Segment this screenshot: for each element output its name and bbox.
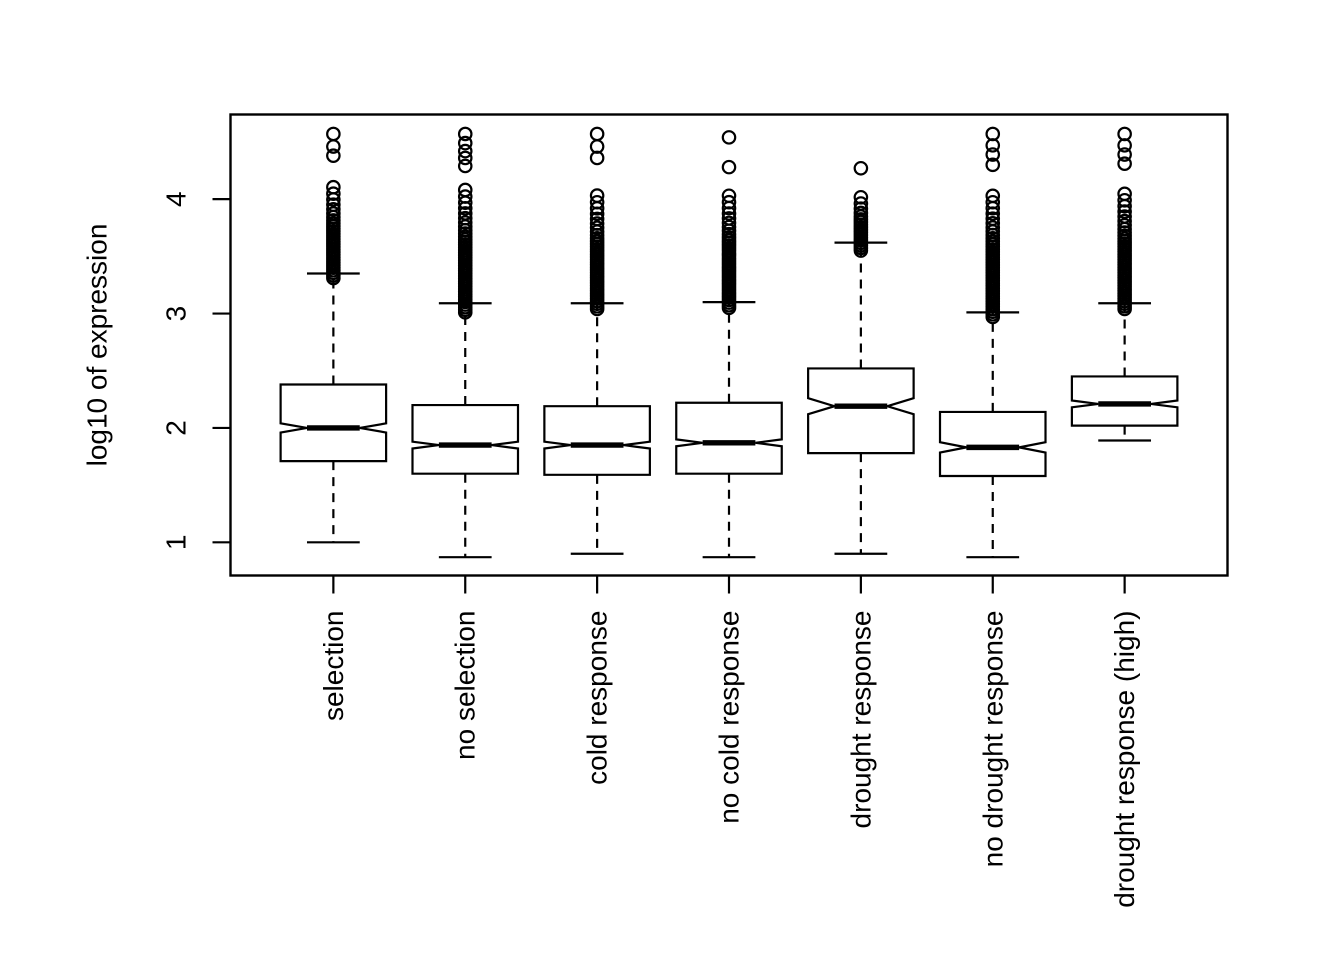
x-axis-label: no drought response xyxy=(977,611,1008,868)
outlier-circle xyxy=(457,158,473,174)
outlier-circle xyxy=(326,197,341,212)
outlier-circle xyxy=(457,143,473,159)
y-axis-tick-label: 2 xyxy=(161,420,192,436)
x-axis-label: no cold response xyxy=(714,611,745,824)
x-axis-label: drought response xyxy=(845,611,876,829)
outlier-circle xyxy=(853,189,869,205)
outlier-circle xyxy=(589,211,605,227)
outlier-circle xyxy=(589,188,605,203)
outlier-circle xyxy=(721,194,737,210)
outlier-circle xyxy=(721,219,737,235)
y-axis: 1 2 3 4 xyxy=(161,191,231,550)
outlier-circle xyxy=(457,206,473,221)
outlier-circle xyxy=(985,220,1001,235)
outlier-circle xyxy=(1117,213,1132,229)
outlier-circle xyxy=(1117,209,1132,224)
boxplot-group-drought-response-high: drought response (high) xyxy=(1070,126,1179,908)
outlier-circle xyxy=(985,147,1001,162)
box-body xyxy=(411,403,520,475)
boxplot-group-selection: selection xyxy=(279,126,388,722)
box-body xyxy=(279,383,388,463)
outlier-circle xyxy=(985,211,1001,226)
outlier-circle xyxy=(985,157,1001,173)
box-body xyxy=(1070,375,1179,427)
outlier-circle xyxy=(589,216,605,231)
outlier-circle xyxy=(326,206,341,221)
outlier-circle xyxy=(853,196,869,211)
box-body xyxy=(938,410,1047,478)
outlier-circle xyxy=(1117,217,1132,233)
outlier-circle xyxy=(721,206,737,221)
boxplot-group-no-drought-response: no drought response xyxy=(938,126,1047,868)
outlier-circle xyxy=(721,130,737,145)
outlier-circle xyxy=(326,202,341,217)
outlier-circle xyxy=(721,188,737,204)
boxplot-group-cold-response: cold response xyxy=(543,126,651,785)
outlier-circle xyxy=(1117,126,1132,142)
x-axis-label: selection xyxy=(318,611,349,722)
box-body xyxy=(543,405,651,476)
outlier-circle xyxy=(721,211,737,226)
outlier-circle xyxy=(326,186,341,201)
outlier-circle xyxy=(589,194,605,210)
outlier-circle xyxy=(589,220,605,236)
outlier-circle xyxy=(985,188,1001,204)
x-axis-label: no selection xyxy=(450,611,481,760)
outlier-circle xyxy=(457,135,473,151)
y-axis-tick-label: 4 xyxy=(161,191,192,207)
outlier-circle xyxy=(326,126,341,142)
outlier-circle xyxy=(985,194,1001,210)
outlier-circle xyxy=(457,150,473,166)
outlier-circle xyxy=(457,215,473,230)
box-body xyxy=(807,367,915,455)
outlier-circle xyxy=(326,148,341,163)
outlier-circle xyxy=(457,182,473,198)
outlier-circle xyxy=(853,205,869,221)
boxplot-group-no-selection: no selection xyxy=(411,126,520,760)
outlier-circle xyxy=(457,189,473,204)
x-axis-label: drought response (high) xyxy=(1109,611,1140,908)
outlier-circle xyxy=(1117,147,1132,162)
outlier-circle xyxy=(589,126,605,142)
x-axis-label: cold response xyxy=(582,611,613,785)
outlier-circle xyxy=(1117,192,1132,208)
boxplot-group-no-cold-response: no cold response xyxy=(675,130,783,824)
outlier-circle xyxy=(326,179,341,195)
y-axis-title: log10 of expression xyxy=(82,224,113,467)
outlier-circle xyxy=(457,126,473,142)
y-axis-tick-label: 1 xyxy=(161,535,192,551)
outlier-circle xyxy=(1117,186,1132,202)
outlier-circle xyxy=(985,215,1001,231)
boxplot-group-drought-response: drought response xyxy=(807,160,915,829)
outlier-circle xyxy=(985,126,1001,142)
outlier-circle xyxy=(326,139,341,154)
y-axis-tick-label: 3 xyxy=(161,306,192,322)
box-body xyxy=(675,401,783,475)
outlier-circle xyxy=(457,210,473,226)
outlier-circle xyxy=(721,159,737,175)
outlier-circle xyxy=(721,215,737,231)
outlier-circle xyxy=(1117,156,1132,171)
outlier-circle xyxy=(853,160,869,176)
